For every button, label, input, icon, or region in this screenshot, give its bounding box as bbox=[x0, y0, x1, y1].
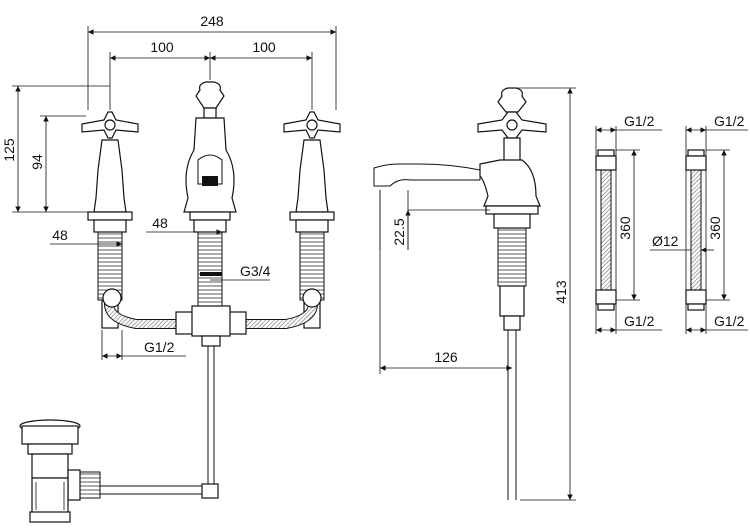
hose-b-top-label: G1/2 bbox=[714, 113, 745, 129]
dim-handle-height-inner: 94 bbox=[29, 115, 86, 212]
hose-a-top-label: G1/2 bbox=[624, 113, 655, 129]
dim-shank-left: 48 bbox=[50, 227, 122, 247]
dim-spout-thread-label: G3/4 bbox=[240, 263, 271, 279]
hose-b: G1/2 360 Ø12 G1/2 bbox=[650, 113, 748, 334]
dim-spout-clearance-label: 22.5 bbox=[391, 218, 407, 245]
hose-a-bottom-label: G1/2 bbox=[624, 313, 655, 329]
hose-b-bottom-label: G1/2 bbox=[714, 313, 745, 329]
connecting-hoses bbox=[102, 288, 322, 490]
dim-spout-reach-label: 126 bbox=[434, 349, 458, 365]
dim-spread-left-label: 100 bbox=[150, 39, 174, 55]
hose-b-diameter-label: Ø12 bbox=[652, 233, 679, 249]
dim-spout-clearance: 22.5 bbox=[379, 190, 490, 250]
dim-total-height-label: 413 bbox=[553, 280, 569, 304]
dim-spout-thread: G3/4 bbox=[210, 263, 271, 281]
dim-spread-right-label: 100 bbox=[252, 39, 276, 55]
dim-total-height: 413 bbox=[516, 87, 576, 501]
dim-shank-center: 48 bbox=[146, 215, 222, 235]
dim-spout-reach: 126 bbox=[379, 190, 512, 374]
dim-hose-connector-label: G1/2 bbox=[144, 339, 175, 355]
center-spout bbox=[183, 81, 237, 307]
dim-overall-width-label: 248 bbox=[200, 13, 224, 29]
dim-hose-connector: G1/2 bbox=[101, 330, 186, 360]
dim-spread: 100 100 bbox=[109, 39, 313, 110]
dim-overall-width: 248 bbox=[87, 13, 337, 110]
dim-shank-center-label: 48 bbox=[152, 215, 168, 231]
dim-handle-height-inner-label: 94 bbox=[29, 154, 45, 170]
hose-b-length-label: 360 bbox=[707, 216, 723, 240]
dim-shank-left-label: 48 bbox=[52, 227, 68, 243]
left-valve bbox=[81, 111, 139, 329]
front-view: 248 100 100 125 94 bbox=[1, 13, 341, 523]
side-faucet bbox=[373, 87, 547, 500]
hose-a-length-label: 360 bbox=[617, 216, 633, 240]
dim-handle-height: 125 bbox=[1, 85, 110, 213]
side-view: 22.5 126 413 bbox=[373, 87, 576, 501]
pop-up-waste bbox=[19, 419, 219, 523]
dim-handle-height-label: 125 bbox=[1, 138, 17, 162]
hose-a: G1/2 360 G1/2 bbox=[595, 113, 662, 334]
